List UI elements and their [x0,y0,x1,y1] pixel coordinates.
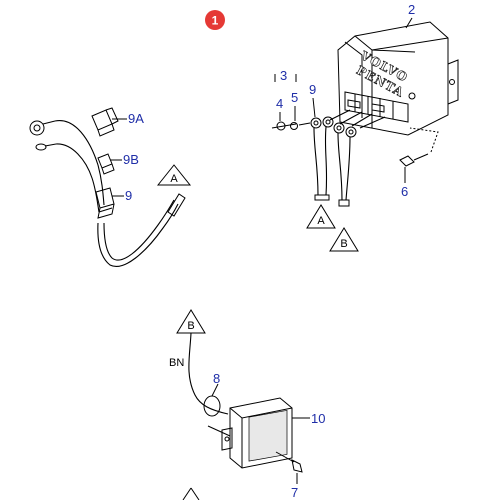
reference-triangle-b-mid [329,227,359,252]
svg-text:A: A [170,173,178,185]
suppressor-10 [207,397,293,469]
nut-4 [276,121,286,131]
connector-9 [95,187,115,219]
callout-8: 8 [213,371,220,386]
reference-triangle-cut [182,487,200,500]
connector-9a [91,107,119,137]
svg-text:B: B [187,320,194,332]
cable-harness: 9A 9B 9 A [29,107,192,267]
svg-text:A: A [317,215,325,227]
washer-5 [290,122,298,130]
ring-terminal-large [29,120,45,136]
callout-3: 3 [280,68,287,83]
screw-6 [399,127,439,167]
callout-9b: 9B [123,152,139,167]
suppressor-assembly: B BN 8 10 7 [169,309,325,500]
badge-label: 1 [212,14,219,28]
callout-7: 7 [291,485,298,500]
callout-2: 2 [408,2,415,17]
wire-code-label: BN [169,357,184,369]
callout-9-left: 9 [125,188,132,203]
callout-9-top: 9 [309,82,316,97]
ring-terminal-small [35,143,47,151]
callout-5: 5 [291,90,298,105]
control-module: VOLVO PENTA [271,2,459,252]
brand-logo: VOLVO PENTA [354,48,411,100]
callout-9a: 9A [128,111,144,126]
screw-7 [275,451,303,484]
callout-10: 10 [311,411,325,426]
callout-6: 6 [401,184,408,199]
svg-text:B: B [340,238,347,250]
diagram-number-badge: 1 [205,10,225,30]
reference-triangle-a-mid [306,204,336,229]
connector-9b [97,153,115,175]
reference-triangle-a-left [156,164,192,186]
callout-4: 4 [276,96,283,111]
